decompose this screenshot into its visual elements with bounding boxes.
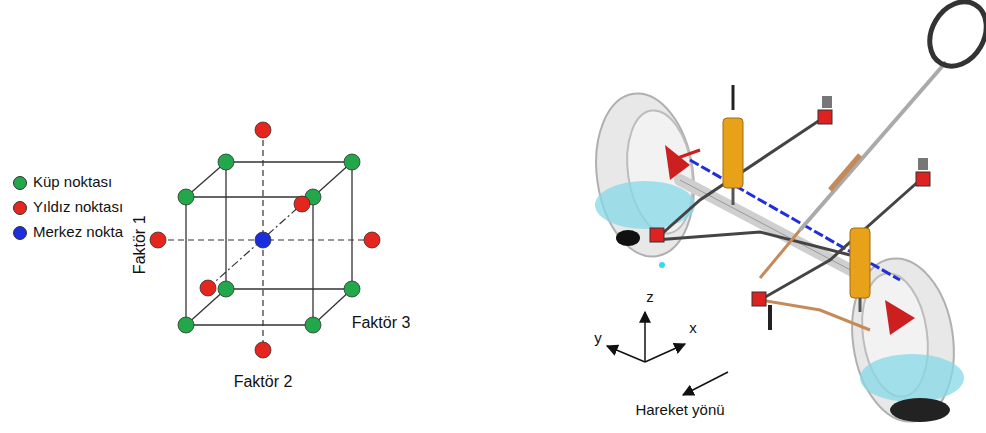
bushing — [818, 110, 832, 124]
design-point — [218, 281, 234, 297]
shock-rod — [732, 188, 735, 205]
knuckle-arm — [672, 150, 700, 160]
design-point — [255, 232, 271, 248]
design-point — [255, 122, 271, 138]
x-axis — [645, 344, 685, 362]
design-point — [344, 154, 360, 170]
shock-rod — [859, 298, 862, 312]
mount — [918, 158, 928, 170]
design-point — [344, 281, 360, 297]
legend-swatch — [13, 201, 27, 215]
design-point — [178, 317, 194, 333]
legend-swatch — [13, 226, 27, 240]
bushing — [650, 228, 664, 242]
cube-edge — [226, 288, 352, 289]
direction-label: Hareket yönü — [635, 402, 724, 419]
cube-edge — [186, 324, 313, 325]
link — [732, 85, 735, 110]
design-cube — [150, 122, 380, 358]
steering-knuckle — [665, 145, 690, 180]
design-point — [200, 280, 216, 296]
z-axis — [644, 312, 646, 362]
cube-edge — [186, 196, 313, 197]
y-axis — [607, 346, 645, 362]
tie-rod — [760, 300, 870, 330]
factor-label: Faktör 3 — [352, 314, 411, 332]
legend-text: Merkez nokta — [33, 224, 123, 241]
cube-edge — [225, 162, 226, 289]
control-arm — [655, 232, 850, 255]
shock-absorber — [850, 228, 870, 298]
design-point — [218, 154, 234, 170]
design-point — [255, 342, 271, 358]
steering-wheel — [918, 0, 986, 76]
marker-dot — [659, 262, 665, 268]
link — [768, 305, 772, 330]
bushing — [752, 292, 766, 306]
steering-column — [800, 62, 946, 230]
cube-edge — [351, 162, 352, 289]
design-point — [178, 189, 194, 205]
axis-label: x — [689, 320, 697, 337]
axis-label: y — [594, 330, 602, 347]
legend-text: Küp noktası — [33, 174, 112, 191]
direction-arrow — [683, 372, 728, 395]
column-joint — [830, 155, 860, 190]
cube-edge — [226, 161, 352, 162]
cube-edge — [312, 197, 313, 325]
axis-label: z — [646, 289, 654, 306]
steering-knuckle — [885, 300, 915, 335]
control-arm — [760, 180, 920, 300]
bushing — [916, 172, 930, 186]
contact-disc — [860, 354, 964, 402]
ground-pad — [616, 230, 640, 246]
shock-absorber — [723, 118, 743, 188]
design-point — [364, 232, 380, 248]
suspension-illustration — [586, 0, 986, 428]
design-point — [150, 232, 166, 248]
factor-label: Faktör 2 — [234, 373, 293, 391]
design-point — [305, 317, 321, 333]
factor-axis — [208, 204, 302, 288]
mount — [822, 96, 832, 108]
contact-disc — [595, 181, 695, 229]
steering-shaft — [760, 230, 800, 278]
legend-text: Yıldız noktası — [33, 199, 123, 216]
factor-label: Faktör 1 — [130, 216, 148, 275]
design-point — [294, 196, 310, 212]
cube-edge — [185, 197, 186, 325]
legend-swatch — [13, 176, 27, 190]
ground-pad — [890, 398, 950, 422]
